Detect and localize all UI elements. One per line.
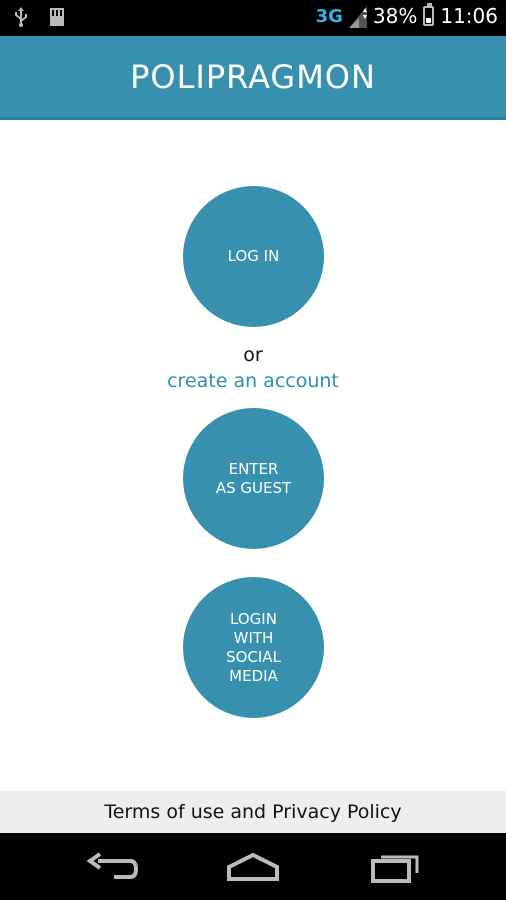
sd-card-icon bbox=[50, 8, 64, 30]
app-title: POLIPRAGMON bbox=[130, 57, 376, 96]
battery-icon bbox=[423, 3, 435, 26]
signal-icon bbox=[348, 6, 367, 28]
social-login-button[interactable]: LOGIN WITH SOCIAL MEDIA bbox=[183, 577, 324, 718]
guest-button-label: ENTER AS GUEST bbox=[215, 459, 292, 497]
battery-percent: 38% bbox=[372, 4, 418, 28]
social-login-button-label: LOGIN WITH SOCIAL MEDIA bbox=[226, 609, 281, 685]
app-header: POLIPRAGMON bbox=[0, 36, 506, 120]
login-button[interactable]: LOG IN bbox=[183, 186, 324, 327]
nav-bar bbox=[0, 833, 506, 900]
recent-apps-icon[interactable] bbox=[367, 847, 427, 887]
guest-button[interactable]: ENTER AS GUEST bbox=[183, 408, 324, 549]
clock: 11:06 bbox=[440, 4, 498, 28]
usb-icon bbox=[14, 7, 28, 31]
or-text: or bbox=[243, 344, 263, 366]
footer: Terms of use and Privacy Policy bbox=[0, 791, 506, 833]
status-bar: 3G 38% 11:06 bbox=[0, 0, 506, 36]
network-type: 3G bbox=[315, 5, 343, 27]
create-account-link[interactable]: create an account bbox=[167, 370, 339, 392]
terms-link[interactable]: Terms of use and Privacy Policy bbox=[104, 801, 402, 823]
home-icon[interactable] bbox=[223, 847, 283, 887]
login-button-label: LOG IN bbox=[227, 247, 280, 265]
back-icon[interactable] bbox=[84, 847, 144, 887]
